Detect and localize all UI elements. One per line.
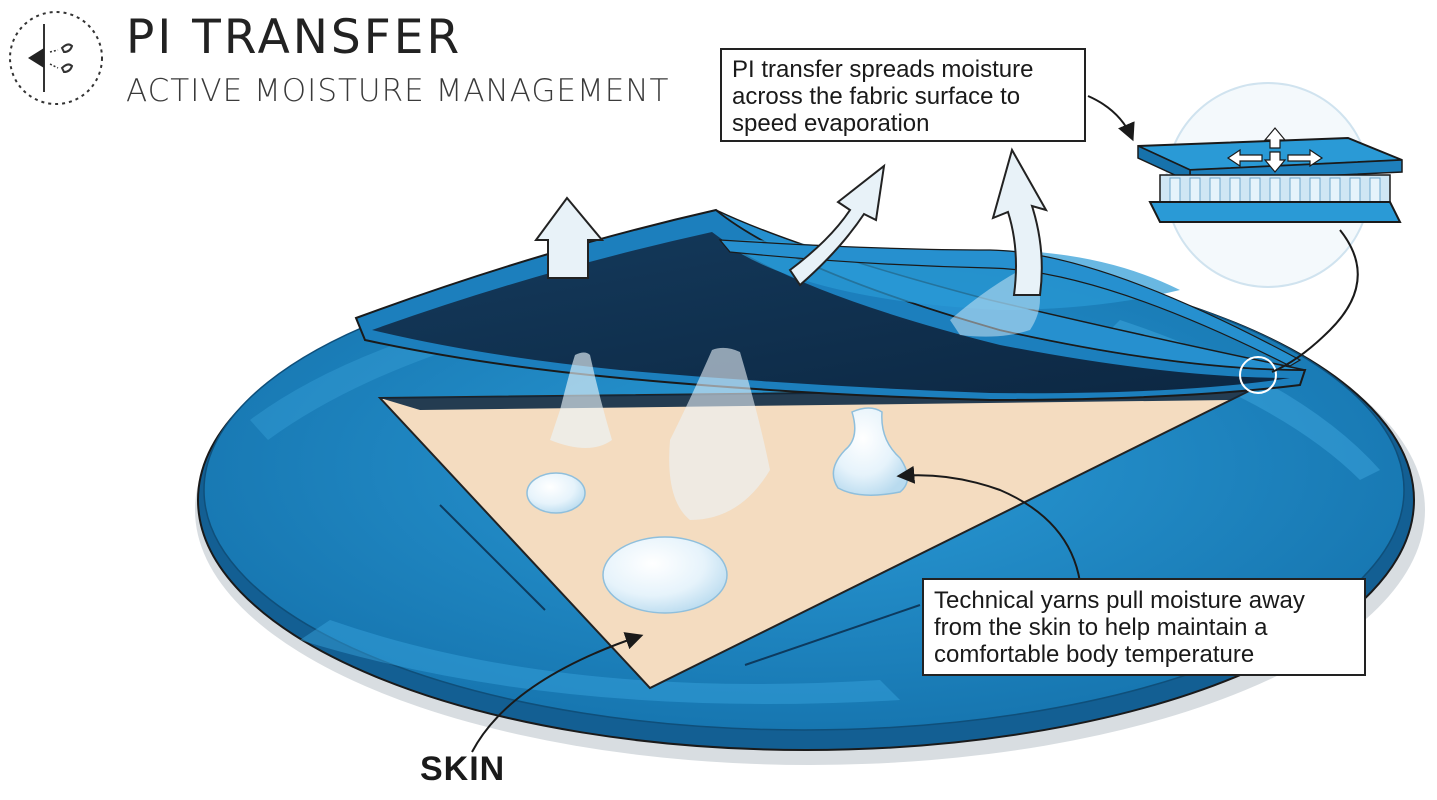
callout-line: across the fabric surface to bbox=[732, 83, 1021, 110]
callout-line: speed evaporation bbox=[732, 110, 930, 137]
leader-arrow-yarns bbox=[896, 465, 1081, 583]
callout-evaporation: PI transfer spreads moisture across the … bbox=[720, 48, 1086, 142]
callout-technical-yarns: Technical yarns pull moisture away from … bbox=[922, 578, 1366, 676]
callout-line: from the skin to help maintain a bbox=[934, 614, 1268, 641]
droplet bbox=[602, 536, 728, 614]
callout-line: PI transfer spreads moisture bbox=[732, 56, 1034, 83]
droplet bbox=[526, 472, 586, 514]
leader-lines bbox=[471, 95, 1359, 753]
leader-arrow-top bbox=[1087, 95, 1135, 142]
evaporation-arrows bbox=[534, 147, 1049, 296]
evaporation-arrow bbox=[788, 163, 886, 287]
evaporation-arrow bbox=[991, 147, 1049, 296]
callout-line: Technical yarns pull moisture away bbox=[934, 587, 1305, 614]
page-title: PI TRANSFER bbox=[126, 10, 463, 65]
callout-line: comfortable body temperature bbox=[934, 641, 1255, 668]
skin-label: SKIN bbox=[420, 750, 506, 788]
water-droplets bbox=[526, 407, 909, 614]
evaporation-arrow bbox=[534, 196, 605, 279]
leader-arrow-skin bbox=[471, 632, 644, 753]
moisture-transfer-icon bbox=[9, 11, 103, 105]
droplet bbox=[832, 407, 909, 496]
magnified-detail bbox=[1137, 82, 1403, 288]
fabric-flap bbox=[354, 208, 1307, 402]
leader-arrow-detail bbox=[1271, 229, 1359, 373]
page-subtitle: ACTIVE MOISTURE MANAGEMENT bbox=[126, 73, 670, 109]
